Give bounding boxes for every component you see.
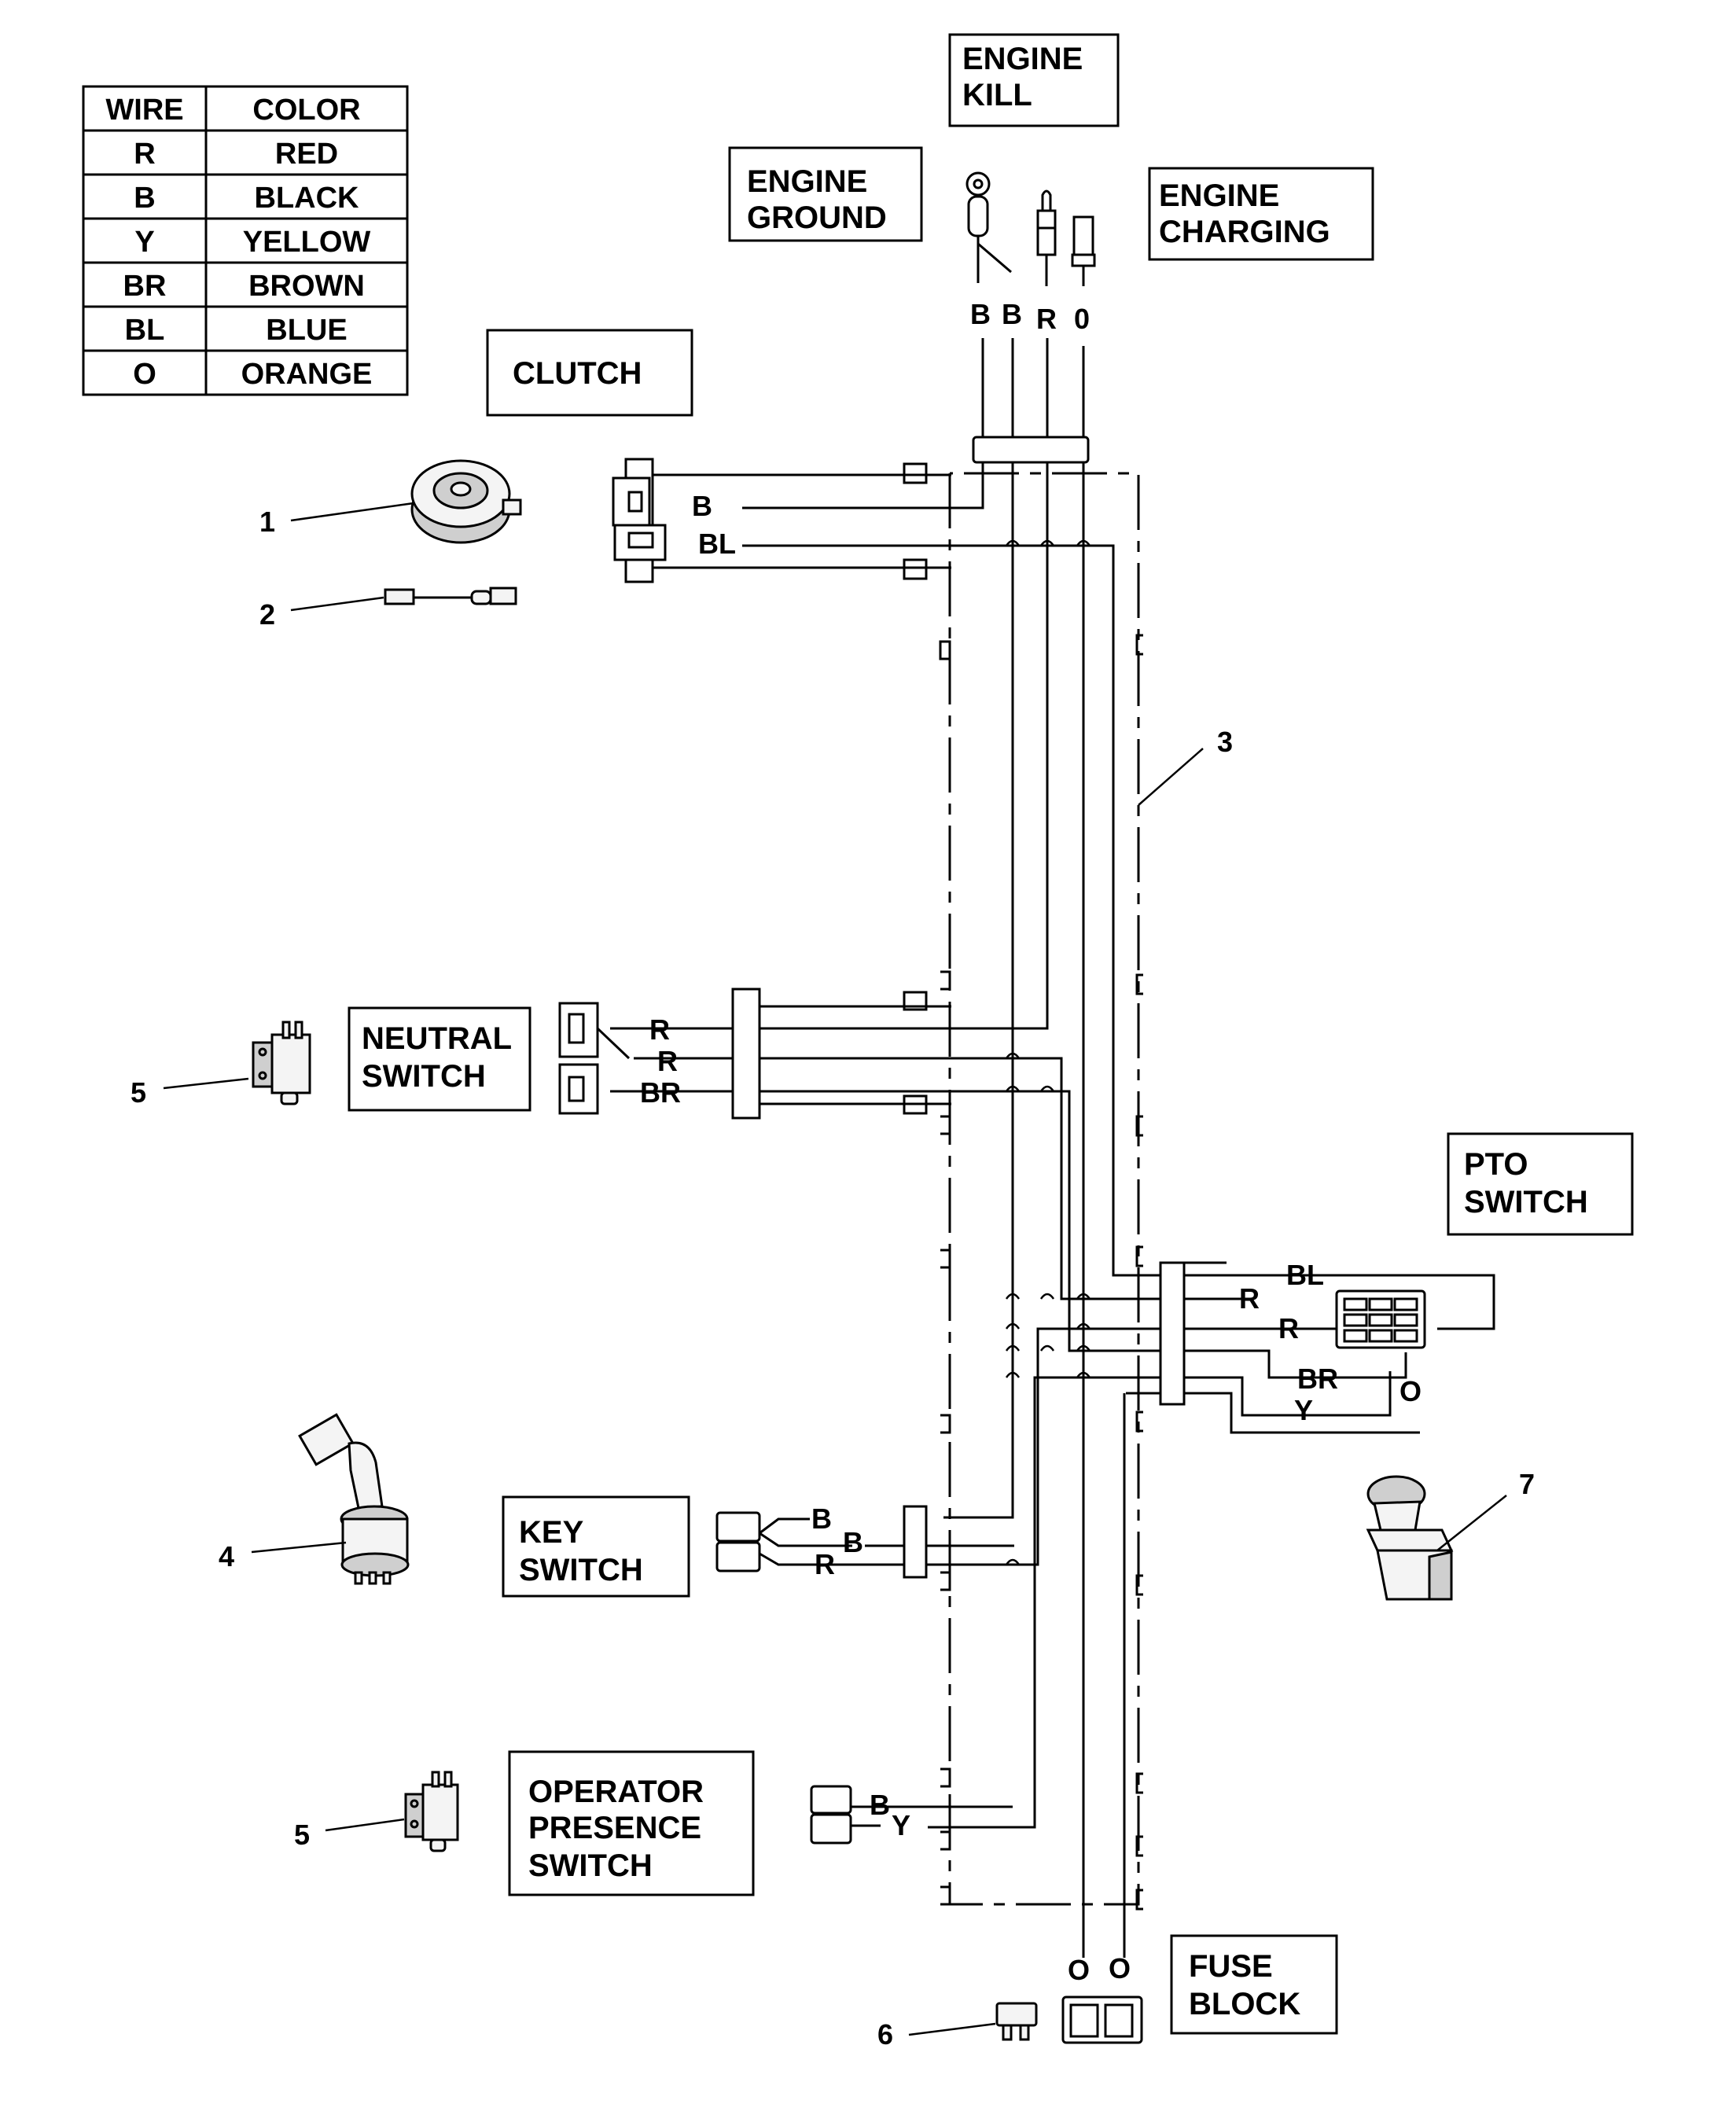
engine-kill-bullet-connector — [1036, 189, 1057, 286]
fuse-block: O O — [1061, 1952, 1143, 2044]
engine-kill-label-1: ENGINE — [962, 42, 1083, 76]
wire-label-neutral-r1: R — [649, 1013, 670, 1046]
key-switch-connector: B B R — [715, 1503, 928, 1580]
wire-label-key-b2: B — [843, 1526, 863, 1558]
table-cell-color: RED — [275, 138, 338, 171]
wire-lead-component-icon — [384, 587, 517, 605]
wire-label-pto-o: O — [1399, 1375, 1422, 1407]
engine-charging-label-1: ENGINE — [1159, 178, 1279, 213]
clutch-box: CLUTCH — [486, 329, 693, 417]
wire-label-pto-br: BR — [1297, 1363, 1338, 1395]
table-header-color: COLOR — [252, 94, 360, 127]
callout-4: 4 — [219, 1540, 234, 1572]
pto-switch-label-2: SWITCH — [1464, 1185, 1588, 1219]
pto-switch-component-icon — [1366, 1475, 1454, 1601]
wire-label-pto-bl: BL — [1286, 1259, 1324, 1291]
key-switch-label-1: KEY — [519, 1515, 584, 1550]
table-cell-wire: B — [134, 182, 155, 215]
wire-label-pto-y: Y — [1294, 1394, 1313, 1426]
fuse-block-label-2: BLOCK — [1189, 1987, 1300, 2021]
operator-switch-connector: B Y — [810, 1785, 910, 1845]
callouts: 1 2 3 4 5 5 6 7 — [131, 502, 1535, 2051]
pto-switch-connector: BL R R BR Y O — [1159, 1259, 1426, 1426]
wire-label-top-o: 0 — [1074, 303, 1090, 335]
table-header-wire: WIRE — [105, 94, 183, 127]
wire-label-pto-r1: R — [1239, 1282, 1260, 1315]
wire-label-operator-y: Y — [892, 1809, 910, 1841]
callout-7: 7 — [1519, 1468, 1535, 1500]
callout-3: 3 — [1217, 726, 1233, 758]
operator-presence-switch-box: OPERATOR PRESENCE SWITCH — [508, 1750, 755, 1896]
main-wire-bundle — [610, 338, 1495, 1958]
pto-switch-box: PTO SWITCH — [1447, 1132, 1634, 1236]
engine-charging-spade-connector — [1071, 215, 1096, 286]
wire-label-top-b1: B — [970, 298, 991, 330]
wire-label-fuse-o1: O — [1068, 1954, 1090, 1986]
wire-label-pto-r2: R — [1278, 1312, 1299, 1344]
engine-charging-box: ENGINE CHARGING — [1148, 167, 1374, 261]
key-switch-label-2: SWITCH — [519, 1553, 643, 1587]
fuse-component-icon — [995, 2002, 1038, 2041]
table-cell-wire: Y — [134, 226, 154, 259]
wire-label-key-b1: B — [811, 1503, 832, 1535]
operator-switch-label-3: SWITCH — [528, 1848, 653, 1883]
engine-charging-label-2: CHARGING — [1159, 215, 1330, 249]
callout-6: 6 — [877, 2018, 893, 2051]
engine-ground-label-1: ENGINE — [747, 164, 867, 199]
table-cell-color: ORANGE — [241, 358, 373, 391]
table-cell-color: BLUE — [266, 314, 347, 347]
table-cell-wire: BL — [125, 314, 165, 347]
wire-label-neutral-r2: R — [657, 1045, 678, 1077]
table-cell-wire: BR — [123, 270, 167, 303]
wire-label-clutch-b: B — [692, 490, 712, 522]
engine-kill-label-2: KILL — [962, 78, 1032, 112]
clutch-component-icon — [410, 459, 522, 544]
table-cell-color: YELLOW — [243, 226, 371, 259]
pto-switch-label-1: PTO — [1464, 1147, 1528, 1182]
callout-5b: 5 — [294, 1819, 310, 1851]
key-switch-box: KEY SWITCH — [502, 1495, 690, 1598]
neutral-switch-box: NEUTRAL SWITCH — [348, 1006, 531, 1112]
wire-label-neutral-br: BR — [640, 1076, 681, 1109]
wire-color-table: WIRE COLOR R RED B BLACK Y YELLOW BR BRO… — [82, 85, 409, 396]
wire-label-top-b2: B — [1002, 298, 1022, 330]
clutch-label: CLUTCH — [513, 356, 642, 391]
wire-label-clutch-bl: BL — [698, 528, 736, 560]
harness-outline — [939, 472, 1143, 1911]
neutral-switch-connector: R R BR — [558, 988, 951, 1120]
operator-switch-label-1: OPERATOR — [528, 1775, 704, 1809]
wire-label-top-r: R — [1036, 303, 1057, 335]
operator-switch-label-2: PRESENCE — [528, 1811, 701, 1845]
table-cell-wire: R — [134, 138, 155, 171]
key-switch-component-icon — [298, 1413, 410, 1585]
fuse-block-box: FUSE BLOCK — [1170, 1934, 1338, 2035]
engine-ground-ring-terminal — [965, 171, 1012, 283]
engine-ground-box: ENGINE GROUND — [728, 146, 923, 242]
operator-switch-component-icon — [404, 1771, 459, 1852]
neutral-switch-label-1: NEUTRAL — [362, 1021, 512, 1056]
table-cell-color: BLACK — [255, 182, 360, 215]
wire-label-fuse-o2: O — [1109, 1952, 1131, 1984]
engine-ground-label-2: GROUND — [747, 200, 887, 235]
callout-1: 1 — [259, 506, 275, 538]
table-cell-wire: O — [133, 358, 156, 391]
callout-5a: 5 — [131, 1076, 146, 1109]
wire-label-key-r: R — [815, 1548, 835, 1580]
neutral-switch-component-icon — [252, 1021, 311, 1105]
neutral-switch-label-2: SWITCH — [362, 1059, 486, 1094]
callout-2: 2 — [259, 598, 275, 631]
table-cell-color: BROWN — [248, 270, 365, 303]
engine-kill-box: ENGINE KILL — [948, 33, 1120, 127]
wire-label-operator-b: B — [870, 1789, 890, 1821]
clutch-connector: B BL — [612, 458, 951, 583]
fuse-block-label-1: FUSE — [1189, 1949, 1273, 1984]
